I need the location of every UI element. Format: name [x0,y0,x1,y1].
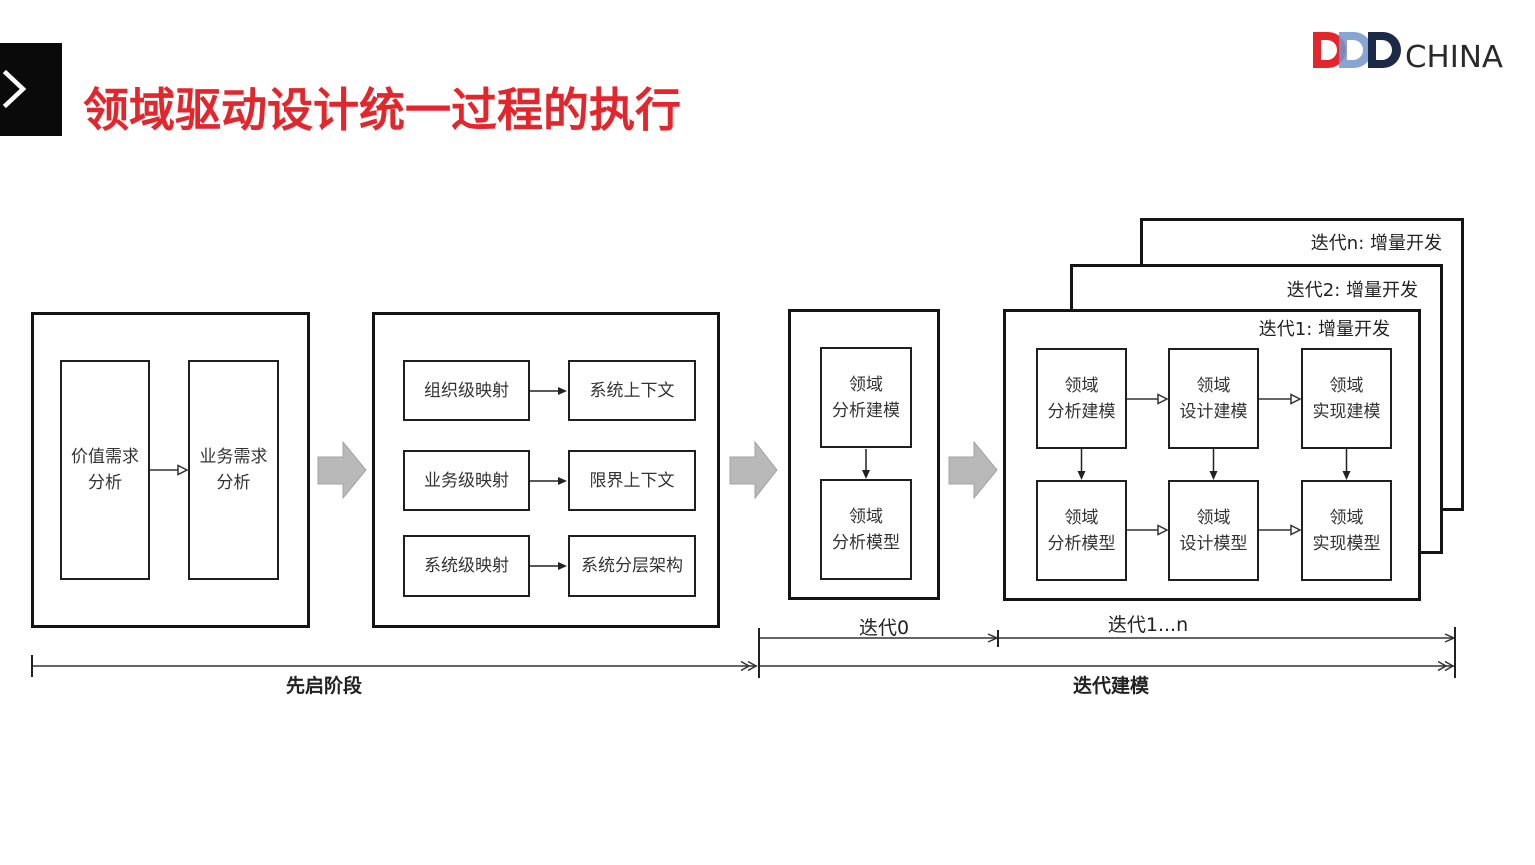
box-line: 系统分层架构 [581,556,683,576]
org-level-mapping-box: 组织级映射 [403,360,530,421]
page-title: 领域驱动设计统一过程的执行 [83,83,681,137]
logo-text: CHINA [1405,40,1503,75]
inception-phase-line [32,660,758,672]
box-line: 领域 [1196,375,1231,396]
box-line: 分析建模 [832,400,900,421]
system-context-box: 系统上下文 [568,360,696,421]
bounded-context-box: 限界上下文 [568,450,696,511]
box-line: 领域 [849,374,883,395]
nav-marker [0,43,62,136]
ddd-china-logo: CHINA [1308,27,1508,75]
logo-graphic: CHINA [1313,32,1503,75]
box-line: 领域 [1329,375,1364,396]
box-line: 系统级映射 [424,556,509,576]
logo-d-navy [1368,32,1401,68]
system-layered-architecture-box: 系统分层架构 [568,535,696,597]
iter-domain-analysis-model-box: 领域 分析模型 [1036,480,1127,581]
box-line: 实现建模 [1312,401,1381,422]
iteration0-span-label: 迭代0 [858,617,910,639]
system-level-mapping-box: 系统级映射 [403,535,530,597]
business-level-mapping-box: 业务级映射 [403,450,530,511]
iter-domain-analysis-modeling-box: 领域 分析建模 [1036,348,1127,449]
domain-analysis-modeling-box: 领域 分析建模 [820,347,912,448]
box-line: 分析模型 [1047,533,1116,554]
chevron-right-icon [2,69,27,109]
phase-arrow-3 [948,440,998,500]
inception-phase-label: 先启阶段 [285,675,362,697]
box-line: 领域 [849,506,883,527]
business-requirement-analysis-box: 业务需求 分析 [188,360,279,580]
iter-domain-design-model-box: 领域 设计模型 [1168,480,1259,581]
box-line: 领域 [1064,507,1099,528]
iterative-modeling-line [759,660,1455,672]
card-label: 迭代n: 增量开发 [1310,233,1442,254]
iter-domain-implementation-model-box: 领域 实现模型 [1301,480,1392,581]
box-line: 业务级映射 [424,470,509,491]
iterative-modeling-label: 迭代建模 [1072,675,1149,697]
iter-domain-implementation-modeling-box: 领域 实现建模 [1301,348,1392,449]
box-line: 分析建模 [1047,401,1116,422]
box-line: 设计模型 [1179,533,1248,554]
card-label: 迭代1: 增量开发 [1258,319,1390,340]
box-line: 业务需求 [199,447,268,467]
box-line: 分析 [88,473,122,493]
logo-d-blue [1339,32,1372,68]
box-line: 领域 [1329,507,1364,528]
box-line: 设计建模 [1179,401,1248,422]
iter-domain-design-modeling-box: 领域 设计建模 [1168,348,1259,449]
box-line: 价值需求 [71,447,139,467]
domain-analysis-model-box: 领域 分析模型 [820,479,912,580]
box-line: 领域 [1064,375,1099,396]
box-line: 系统上下文 [589,380,675,401]
box-line: 领域 [1196,507,1231,528]
iterations-span-label: 迭代1...n [1107,614,1189,636]
box-line: 实现模型 [1312,533,1381,554]
value-requirement-analysis-box: 价值需求 分析 [60,360,150,580]
logo-d-red [1313,32,1346,68]
box-line: 限界上下文 [589,470,675,491]
card-label: 迭代2: 增量开发 [1286,280,1418,301]
phase-arrow-1 [317,440,367,500]
iterations-span-line [998,633,1456,643]
box-line: 分析 [216,473,251,493]
phase-arrow-2 [729,440,778,500]
box-line: 分析模型 [832,532,900,553]
box-line: 组织级映射 [424,380,509,401]
